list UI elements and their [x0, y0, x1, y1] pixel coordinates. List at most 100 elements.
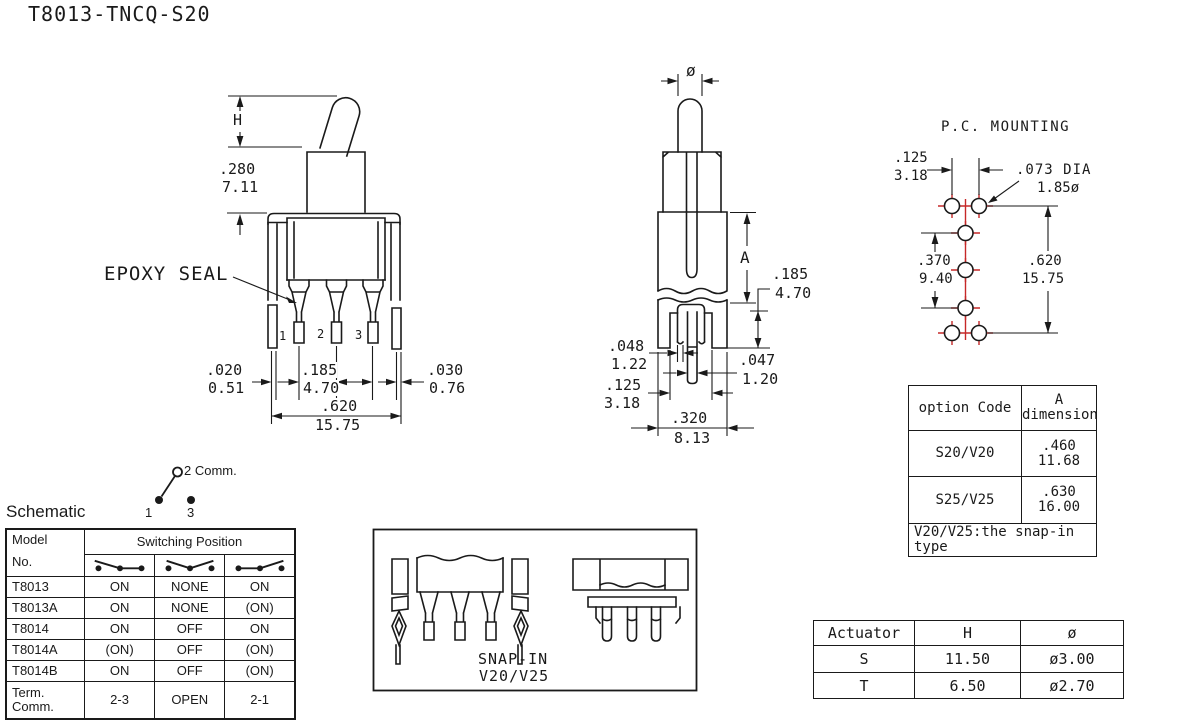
dim-620-mm: 15.75	[315, 416, 361, 434]
pc-dim-hole-dia-mm: 1.85ø	[1037, 180, 1080, 196]
option-table-header-a: A dimension	[1021, 385, 1098, 431]
option-dim-s20: .460 11.68	[1021, 430, 1097, 477]
pos1-cell: (ON)	[83, 638, 156, 661]
actuator-t-h: 6.50	[914, 672, 1021, 699]
pos2-cell: NONE	[154, 575, 226, 598]
comm-label: Comm.	[12, 698, 54, 714]
option-table-header-code: option Code	[908, 385, 1022, 431]
dia-header: ø	[1020, 620, 1124, 646]
pos1-cell: ON	[83, 659, 156, 682]
snap-in-drawing	[372, 528, 698, 692]
table-row: T8013 ON NONE ON	[5, 575, 296, 598]
dim-a-label: A	[740, 248, 750, 267]
pos3-cell: ON	[224, 575, 296, 598]
option-code-s20: S20/V20	[908, 430, 1022, 477]
pos2-cell: OFF	[154, 659, 226, 682]
pc-mounting-arrowheads	[931, 166, 1052, 333]
option-dim-s25-in: .630	[1042, 484, 1076, 500]
model-cell: T8013	[5, 575, 85, 598]
model-cell: T8014A	[5, 638, 85, 661]
table-row: T8014B ON OFF (ON)	[5, 659, 296, 682]
pos2-cell: NONE	[154, 596, 226, 619]
pc-mounting-drawing	[921, 158, 1058, 345]
option-code-s25: S25/V25	[908, 476, 1022, 524]
model-cell: T8013A	[5, 596, 85, 619]
dim-185-mm: 4.70	[303, 379, 340, 397]
term-comm-label-cell: Term. Comm.	[5, 680, 85, 720]
model-switching-table: Model No. Switching Position	[5, 528, 296, 720]
pc-dim-hole-dia-in: .073 DIA	[1016, 162, 1092, 178]
pos3-cell: (ON)	[224, 638, 296, 661]
drawing-title: T8013-TNCQ-S20	[28, 2, 211, 26]
table-row: T8013A ON NONE (ON)	[5, 596, 296, 619]
option-note-line1: V20/V25:the snap-in	[914, 524, 1075, 540]
pc-dim-125-mm: 3.18	[894, 168, 928, 184]
front-view-dimension-lines	[631, 74, 770, 436]
dim-048-mm: 1.22	[611, 355, 648, 373]
option-code-table: option Code A dimension S20/V20 .460 11.…	[908, 385, 1098, 557]
pc-dim-620-mm: 15.75	[1022, 271, 1065, 287]
h-header: H	[914, 620, 1021, 646]
actuator-t-cell: T	[813, 672, 915, 699]
switch-position-3-icon	[235, 559, 285, 571]
snap-in-side-view	[572, 558, 689, 642]
switching-position-header: Switching Position	[84, 528, 296, 555]
dim-185b-in: .185	[772, 265, 809, 283]
pc-mounting-holes	[943, 197, 988, 342]
pos2-cell: OFF	[154, 617, 226, 640]
model-cell: T8014	[5, 617, 85, 640]
option-dim-s20-mm: 11.68	[1037, 452, 1081, 469]
option-dim-s20-in: .460	[1042, 437, 1076, 454]
term-pos3-cell: 2-1	[224, 680, 296, 720]
terminal-3-dot	[187, 496, 195, 504]
schematic-terminal-3: 3	[187, 505, 195, 520]
pin-1-label: 1	[279, 329, 287, 343]
dim-125-mm: 3.18	[604, 394, 641, 412]
pos1-cell: ON	[83, 575, 156, 598]
pos2-cell: OFF	[154, 638, 226, 661]
option-note-line2: type	[914, 539, 948, 555]
snap-in-front-view	[391, 554, 529, 665]
switch-position-icon-cell-1	[83, 553, 156, 577]
actuator-header: Actuator	[813, 620, 915, 646]
pin-2-label: 2	[317, 327, 325, 341]
dim-030-mm: 0.76	[429, 379, 466, 397]
snap-in-border	[372, 528, 698, 692]
dim-dia-symbol: ø	[686, 61, 696, 80]
actuator-table: Actuator H ø S 11.50 ø3.00 T 6.50 ø2.70	[813, 620, 1124, 699]
side-view-drawing	[227, 95, 424, 424]
table-row: T8014A (ON) OFF (ON)	[5, 638, 296, 661]
model-header: Model	[12, 532, 48, 547]
dim-125-in: .125	[605, 376, 642, 394]
front-view-drawing	[631, 74, 770, 436]
pc-dim-620-in: .620	[1028, 253, 1062, 269]
model-no-header-cell: Model No.	[5, 528, 85, 577]
pin-3-label: 3	[355, 328, 363, 342]
option-dim-s25-mm: 16.00	[1037, 499, 1081, 515]
option-header-a-line2: dimension	[1022, 407, 1098, 423]
pos1-cell: ON	[83, 596, 156, 619]
switch-position-icon-cell-2	[154, 553, 226, 577]
pc-dim-370-mm: 9.40	[919, 271, 953, 287]
side-view-arrowheads	[236, 96, 412, 420]
dim-620-in: .620	[321, 397, 358, 415]
no-header: No.	[12, 554, 33, 569]
dim-185b-mm: 4.70	[775, 284, 812, 302]
pc-dim-125-in: .125	[894, 150, 928, 166]
pos3-cell: (ON)	[224, 596, 296, 619]
dim-185-in: .185	[301, 361, 338, 379]
table-row: T 6.50 ø2.70	[813, 672, 1124, 699]
option-table-note: V20/V25:the snap-in type	[908, 523, 1097, 557]
pc-mounting-title: P.C. MOUNTING	[941, 119, 1071, 135]
pos3-cell: ON	[224, 617, 296, 640]
front-view-switch-outline	[656, 98, 728, 385]
dim-047-mm: 1.20	[742, 370, 779, 388]
dim-030-in: .030	[427, 361, 464, 379]
schematic-terminal-1: 1	[145, 505, 153, 520]
dim-020-mm: 0.51	[208, 379, 245, 397]
pc-dim-370-in: .370	[917, 253, 951, 269]
dim-280-in: .280	[219, 160, 256, 178]
dim-320-in: .320	[671, 409, 708, 427]
toggle-lever	[319, 96, 361, 158]
